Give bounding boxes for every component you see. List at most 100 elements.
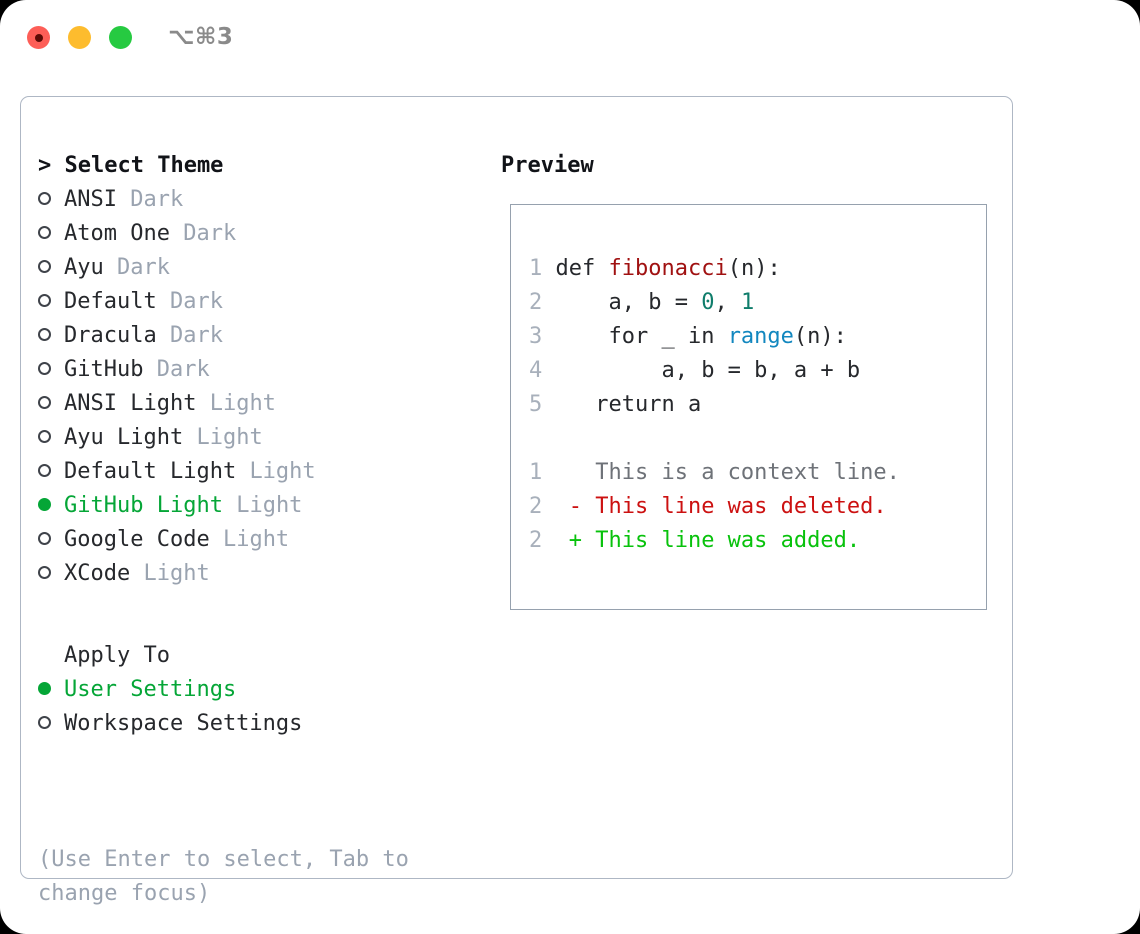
code-token: for _ in <box>555 324 728 349</box>
apply-to-item[interactable]: Workspace Settings <box>38 707 488 741</box>
radio-dot <box>38 328 51 341</box>
theme-name: Default <box>64 289 157 314</box>
code-token: (n): <box>727 256 781 281</box>
theme-name: Dracula <box>64 323 157 348</box>
theme-list-item[interactable]: GitHub Light Light <box>38 489 488 523</box>
code-token: 0 <box>701 290 715 315</box>
diff-line: 2 - This line was deleted. <box>529 490 900 524</box>
radio-unselected-icon[interactable] <box>38 285 64 319</box>
theme-list-item[interactable]: Ayu Light Light <box>38 421 488 455</box>
theme-list-item[interactable]: GitHub Dark <box>38 353 488 387</box>
theme-variant-label: Dark <box>117 255 170 280</box>
theme-variant-label: Light <box>236 493 303 518</box>
theme-variant-label: Light <box>196 425 263 450</box>
theme-variant-label: Dark <box>169 323 223 348</box>
line-number: 2 <box>529 290 543 315</box>
theme-list-item[interactable]: Default Light Light <box>38 455 488 489</box>
line-number: 5 <box>529 392 543 417</box>
apply-to-heading-label: Apply To <box>64 643 170 668</box>
code-token: def <box>555 256 609 281</box>
radio-dot <box>38 192 51 205</box>
radio-selected-icon[interactable] <box>38 673 64 707</box>
diff-line: 2 + This line was added. <box>529 524 900 558</box>
radio-unselected-icon[interactable] <box>38 319 64 353</box>
diff-text: This is a context line. <box>595 460 900 485</box>
radio-dot <box>38 716 51 729</box>
radio-unselected-icon[interactable] <box>38 421 64 455</box>
code-token: , <box>714 290 741 315</box>
theme-variant-label: Light <box>222 527 290 552</box>
minimize-window-button[interactable] <box>68 26 91 49</box>
radio-dot <box>38 396 51 409</box>
radio-dot <box>38 430 51 443</box>
theme-name: GitHub <box>64 357 144 382</box>
radio-dot <box>38 566 51 579</box>
radio-dot <box>38 498 51 511</box>
diff-line: 1 This is a context line. <box>529 456 900 490</box>
radio-unselected-icon[interactable] <box>38 523 64 557</box>
radio-unselected-icon[interactable] <box>38 707 64 741</box>
radio-dot <box>38 294 51 307</box>
theme-name: Default Light <box>64 459 237 484</box>
code-token: a, b = <box>555 290 702 315</box>
theme-list-item[interactable]: ANSI Dark <box>38 183 488 217</box>
code-token: return a <box>555 392 702 417</box>
preview-heading: Preview <box>501 153 594 178</box>
theme-name: Ayu <box>64 255 104 280</box>
theme-list-item[interactable]: Ayu Dark <box>38 251 488 285</box>
theme-list-item[interactable]: Atom One Dark <box>38 217 488 251</box>
section-spacer <box>38 591 488 639</box>
keyboard-shortcut-label: ⌥⌘3 <box>168 24 234 50</box>
line-number: 2 <box>529 494 543 519</box>
line-number: 1 <box>529 256 543 281</box>
theme-list-item[interactable]: Dracula Dark <box>38 319 488 353</box>
code-token: range <box>727 324 794 349</box>
radio-dot <box>38 260 51 273</box>
diff-text: This line was added. <box>595 528 861 553</box>
theme-variant-label: Dark <box>130 187 184 212</box>
theme-variant-label: Light <box>143 561 210 586</box>
code-line: 3 for _ in range(n): <box>529 320 900 354</box>
theme-list-item[interactable]: XCode Light <box>38 557 488 591</box>
line-number: 1 <box>529 460 543 485</box>
select-theme-heading: > Select Theme <box>38 153 224 178</box>
radio-unselected-icon[interactable] <box>38 353 64 387</box>
preview-column: Preview <box>501 149 1001 183</box>
radio-unselected-icon[interactable] <box>38 217 64 251</box>
code-token: 1 <box>740 290 755 315</box>
theme-list-item[interactable]: Google Code Light <box>38 523 488 557</box>
radio-unselected-icon[interactable] <box>38 251 64 285</box>
radio-selected-icon[interactable] <box>38 489 64 523</box>
theme-name: XCode <box>64 561 131 586</box>
apply-to-item[interactable]: User Settings <box>38 673 488 707</box>
apply-to-heading-indent <box>38 639 64 673</box>
apply-to-label: Workspace Settings <box>64 711 303 736</box>
theme-list-item[interactable]: ANSI Light Light <box>38 387 488 421</box>
code-line: 2 a, b = 0, 1 <box>529 286 900 320</box>
radio-dot <box>38 682 51 695</box>
radio-unselected-icon[interactable] <box>38 387 64 421</box>
theme-name: Atom One <box>64 221 170 246</box>
code-token: (n): <box>793 324 847 349</box>
code-token: fibonacci <box>608 256 728 281</box>
radio-unselected-icon[interactable] <box>38 557 64 591</box>
theme-variant-label: Dark <box>169 289 223 314</box>
theme-name: GitHub Light <box>64 493 223 518</box>
theme-variant-label: Light <box>249 459 316 484</box>
theme-variant-label: Dark <box>183 221 237 246</box>
maximize-window-button[interactable] <box>109 26 132 49</box>
theme-list-item[interactable]: Default Dark <box>38 285 488 319</box>
theme-variant-label: Dark <box>156 357 210 382</box>
radio-unselected-icon[interactable] <box>38 183 64 217</box>
diff-marker <box>542 460 595 485</box>
close-window-button[interactable] <box>27 26 50 49</box>
radio-dot <box>38 464 51 477</box>
diff-marker: - <box>542 494 596 519</box>
title-bar: ⌥⌘3 <box>0 0 1140 78</box>
radio-unselected-icon[interactable] <box>38 455 64 489</box>
code-token: a, b = b, a + b <box>555 358 861 383</box>
